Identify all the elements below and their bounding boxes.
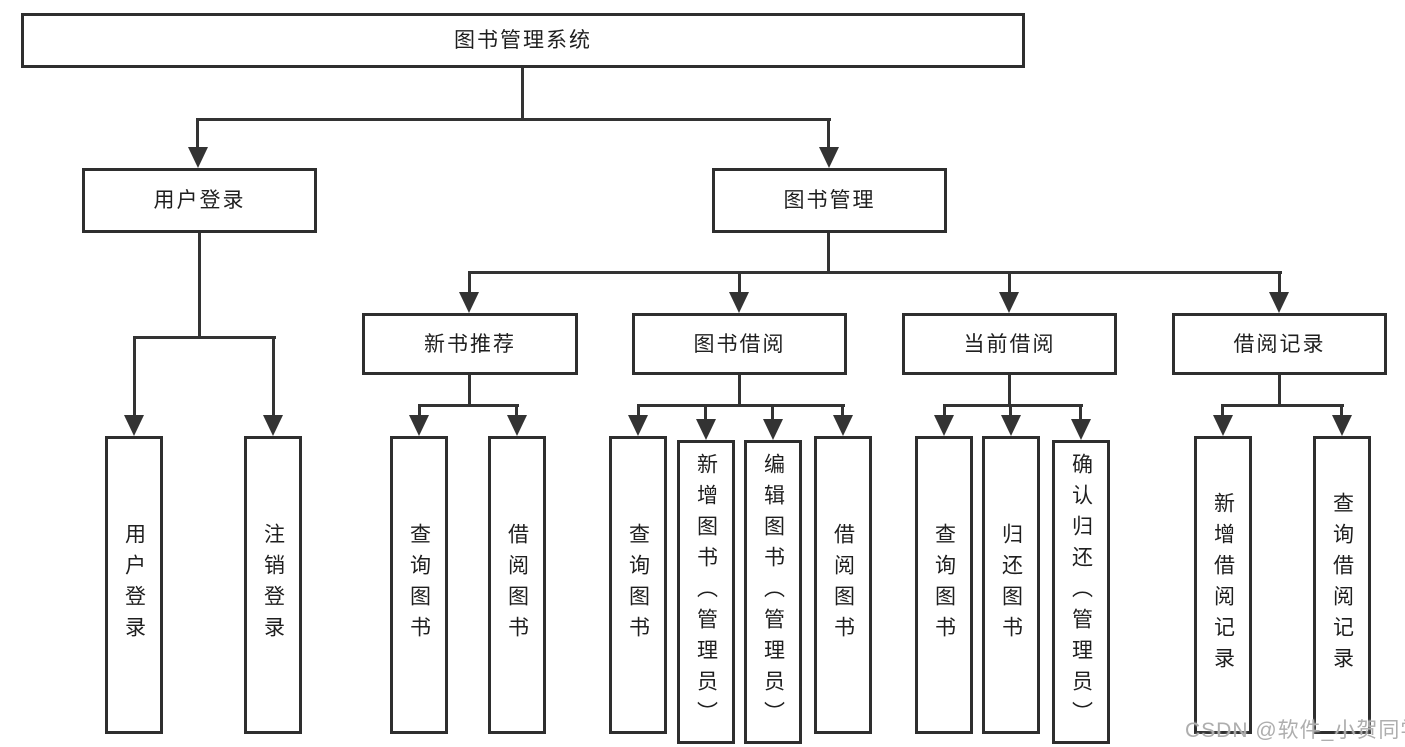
connector-line bbox=[943, 404, 946, 418]
connector-line bbox=[1222, 404, 1344, 407]
connector-line bbox=[272, 336, 275, 417]
node-root: 图书管理系统 bbox=[21, 13, 1025, 68]
node-leaf-cb-query-books-label: 查询图书 bbox=[932, 523, 956, 647]
connector-line bbox=[827, 233, 830, 273]
node-leaf-add-books-admin: 新增图书（管理员） bbox=[677, 440, 735, 744]
arrowhead-down-icon bbox=[263, 415, 283, 436]
connector-line bbox=[1278, 375, 1281, 406]
connector-line bbox=[521, 68, 524, 120]
connector-line bbox=[1079, 404, 1082, 423]
connector-line bbox=[1221, 404, 1224, 418]
node-user-login-label: 用户登录 bbox=[153, 189, 246, 212]
connector-line bbox=[1008, 271, 1011, 294]
arrowhead-down-icon bbox=[729, 292, 749, 313]
node-leaf-bb-query-books: 查询图书 bbox=[609, 436, 667, 734]
node-leaf-bb-borrow-books: 借阅图书 bbox=[814, 436, 872, 734]
node-new-book-recommend: 新书推荐 bbox=[362, 313, 578, 375]
connector-line bbox=[841, 404, 844, 418]
connector-line bbox=[198, 233, 201, 338]
arrowhead-down-icon bbox=[124, 415, 144, 436]
arrowhead-down-icon bbox=[1332, 415, 1352, 436]
node-borrow-records: 借阅记录 bbox=[1172, 313, 1387, 375]
node-leaf-rec-query-books-label: 查询图书 bbox=[407, 523, 431, 647]
arrowhead-down-icon bbox=[999, 292, 1019, 313]
connector-line bbox=[468, 271, 471, 294]
node-leaf-edit-books-admin-label: 编辑图书（管理员） bbox=[761, 452, 785, 732]
connector-line bbox=[1278, 271, 1281, 294]
node-leaf-query-borrow-record: 查询借阅记录 bbox=[1313, 436, 1371, 734]
connector-line bbox=[196, 118, 199, 150]
node-new-book-recommend-label: 新书推荐 bbox=[424, 332, 516, 356]
node-leaf-edit-books-admin: 编辑图书（管理员） bbox=[744, 440, 802, 744]
node-book-borrow-label: 图书借阅 bbox=[693, 332, 786, 356]
node-leaf-bb-borrow-books-label: 借阅图书 bbox=[831, 523, 855, 647]
connector-line bbox=[418, 404, 421, 418]
connector-line bbox=[704, 404, 707, 423]
node-user-login: 用户登录 bbox=[82, 168, 317, 233]
connector-line bbox=[133, 336, 136, 417]
arrowhead-down-icon bbox=[409, 415, 429, 436]
connector-line bbox=[468, 375, 471, 406]
arrowhead-down-icon bbox=[934, 415, 954, 436]
connector-line bbox=[1340, 404, 1343, 418]
connector-line bbox=[1009, 404, 1012, 418]
node-leaf-confirm-return-admin: 确认归还（管理员） bbox=[1052, 440, 1110, 744]
arrowhead-down-icon bbox=[1269, 292, 1289, 313]
connector-line bbox=[133, 336, 276, 339]
connector-line bbox=[468, 271, 1282, 274]
arrowhead-down-icon bbox=[819, 147, 839, 168]
arrowhead-down-icon bbox=[1071, 419, 1091, 440]
node-root-label: 图书管理系统 bbox=[454, 29, 592, 52]
connector-line bbox=[515, 404, 518, 418]
node-leaf-add-books-admin-label: 新增图书（管理员） bbox=[694, 452, 718, 732]
node-leaf-return-books-label: 归还图书 bbox=[999, 523, 1023, 647]
node-book-borrow: 图书借阅 bbox=[632, 313, 847, 375]
node-leaf-return-books: 归还图书 bbox=[982, 436, 1040, 734]
connector-line bbox=[637, 404, 640, 418]
node-leaf-add-borrow-record: 新增借阅记录 bbox=[1194, 436, 1252, 734]
connector-line bbox=[197, 118, 831, 121]
arrowhead-down-icon bbox=[459, 292, 479, 313]
node-leaf-rec-query-books: 查询图书 bbox=[390, 436, 448, 734]
arrowhead-down-icon bbox=[188, 147, 208, 168]
connector-line bbox=[827, 118, 830, 150]
node-borrow-records-label: 借阅记录 bbox=[1233, 332, 1326, 356]
node-leaf-confirm-return-admin-label: 确认归还（管理员） bbox=[1069, 452, 1093, 732]
node-leaf-cb-query-books: 查询图书 bbox=[915, 436, 973, 734]
node-book-management-label: 图书管理 bbox=[783, 189, 876, 212]
connector-line bbox=[738, 375, 741, 406]
connector-line bbox=[771, 404, 774, 423]
connector-line bbox=[637, 404, 845, 407]
node-leaf-rec-borrow-books-label: 借阅图书 bbox=[505, 523, 529, 647]
connector-line bbox=[1008, 375, 1011, 406]
watermark: CSDN @软件_小贺同学 bbox=[1185, 719, 1405, 742]
node-leaf-logout-label: 注销登录 bbox=[261, 523, 285, 647]
node-leaf-logout: 注销登录 bbox=[244, 436, 302, 734]
node-leaf-query-borrow-record-label: 查询借阅记录 bbox=[1330, 492, 1354, 678]
node-book-management: 图书管理 bbox=[712, 168, 947, 233]
arrowhead-down-icon bbox=[507, 415, 527, 436]
connector-line bbox=[738, 271, 741, 294]
arrowhead-down-icon bbox=[1001, 415, 1021, 436]
node-leaf-bb-query-books-label: 查询图书 bbox=[626, 523, 650, 647]
node-current-borrow-label: 当前借阅 bbox=[963, 332, 1056, 356]
node-leaf-rec-borrow-books: 借阅图书 bbox=[488, 436, 546, 734]
connector-line bbox=[943, 404, 1083, 407]
arrowhead-down-icon bbox=[628, 415, 648, 436]
node-leaf-user-login-label: 用户登录 bbox=[122, 523, 146, 647]
node-current-borrow: 当前借阅 bbox=[902, 313, 1117, 375]
arrowhead-down-icon bbox=[833, 415, 853, 436]
arrowhead-down-icon bbox=[696, 419, 716, 440]
arrowhead-down-icon bbox=[1213, 415, 1233, 436]
arrowhead-down-icon bbox=[763, 419, 783, 440]
node-leaf-user-login: 用户登录 bbox=[105, 436, 163, 734]
connector-line bbox=[418, 404, 519, 407]
node-leaf-add-borrow-record-label: 新增借阅记录 bbox=[1211, 492, 1235, 678]
